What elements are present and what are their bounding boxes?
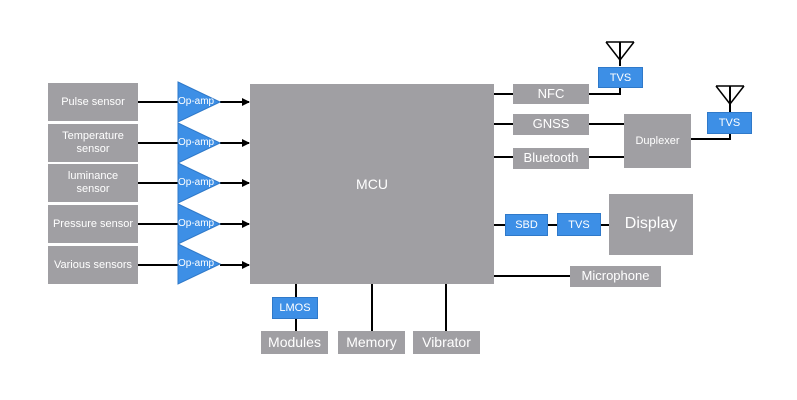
- vibrator-box: Vibrator: [413, 331, 480, 354]
- tvs-display-label: TVS: [568, 218, 590, 231]
- opamp-1-label: Op-amp: [178, 96, 215, 107]
- tvs-duplexer-label: TVS: [718, 117, 741, 129]
- opamp-2-label: Op-amp: [178, 137, 215, 148]
- memory-label: Memory: [346, 334, 397, 351]
- wire-duplexer-tvs: [691, 134, 731, 140]
- pulse-sensor-label: Pulse sensor: [61, 95, 125, 108]
- opamp-4-icon: [177, 203, 222, 245]
- opamp-1-icon: [177, 81, 222, 123]
- nfc-label: NFC: [537, 85, 565, 101]
- luminance-sensor-label-line2: sensor: [76, 183, 110, 195]
- various-sensors-box: Various sensors: [48, 246, 138, 284]
- gnss-label: GNSS: [532, 116, 570, 132]
- opamp-5-label: Op-amp: [178, 258, 215, 269]
- tvs-display-box: TVS: [557, 213, 601, 236]
- temperature-sensor-label-line2: sensor: [76, 143, 110, 155]
- lmos-box: LMOS: [272, 297, 318, 319]
- bluetooth-box: Bluetooth: [513, 148, 589, 169]
- sbd-box: SBD: [505, 214, 548, 236]
- nfc-box: NFC: [513, 84, 589, 104]
- mcu-label: MCU: [356, 175, 388, 192]
- opamp-3-label: Op-amp: [178, 177, 215, 188]
- lmos-label: LMOS: [279, 302, 311, 314]
- tvs-duplexer-box: TVS: [707, 112, 752, 134]
- memory-box: Memory: [338, 331, 405, 354]
- pressure-sensor-label: Pressure sensor: [52, 217, 134, 230]
- luminance-sensor-box: luminance sensor: [48, 164, 138, 202]
- mcu-block: MCU: [250, 84, 494, 284]
- tvs-nfc-box: TVS: [598, 67, 643, 88]
- microphone-box: Microphone: [570, 266, 661, 287]
- modules-box: Modules: [261, 331, 328, 354]
- sbd-label: SBD: [515, 219, 538, 231]
- duplexer-label: Duplexer: [635, 134, 680, 147]
- opamp-5-icon: [177, 243, 222, 285]
- temperature-sensor-label-line1: Temperature: [62, 130, 124, 143]
- temperature-sensor-box: Temperature sensor: [48, 124, 138, 162]
- opamp-2-icon: [177, 122, 222, 164]
- various-sensors-label: Various sensors: [53, 258, 133, 271]
- tvs-nfc-label: TVS: [609, 71, 632, 84]
- opamp-3-icon: [177, 162, 222, 204]
- duplexer-box: Duplexer: [624, 114, 691, 168]
- luminance-sensor-label-line1: luminance: [67, 170, 119, 183]
- vibrator-label: Vibrator: [422, 334, 471, 351]
- display-label: Display: [624, 215, 678, 233]
- bluetooth-label: Bluetooth: [523, 150, 579, 166]
- pressure-sensor-box: Pressure sensor: [48, 205, 138, 243]
- pulse-sensor-box: Pulse sensor: [48, 83, 138, 121]
- wire-nfc-tvs: [589, 88, 621, 95]
- modules-label: Modules: [268, 334, 321, 351]
- gnss-box: GNSS: [513, 114, 589, 135]
- display-box: Display: [609, 194, 693, 255]
- opamp-4-label: Op-amp: [178, 218, 215, 229]
- microphone-label: Microphone: [581, 268, 650, 284]
